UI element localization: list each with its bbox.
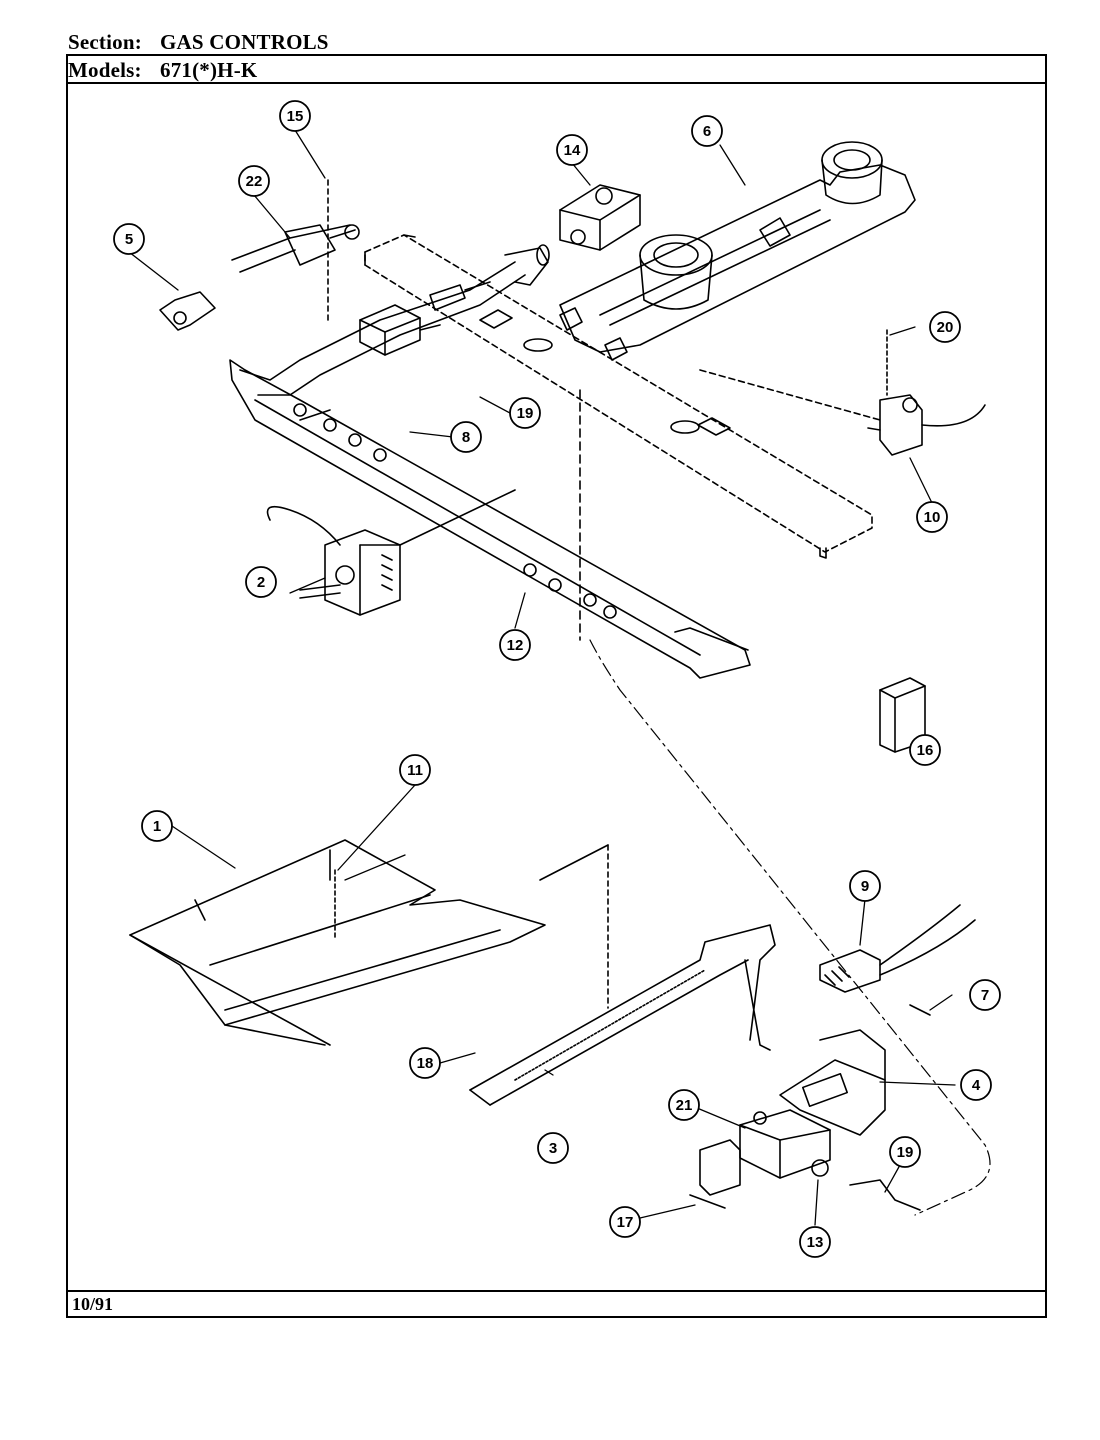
- upper-valve: [359, 281, 491, 356]
- callout-number: 12: [507, 637, 524, 654]
- callout-c9: 9: [849, 870, 881, 902]
- models-label: Models:: [68, 58, 142, 82]
- callout-c6: 6: [691, 115, 723, 147]
- oven-burner-tube: [469, 844, 776, 1106]
- callout-circle: [668, 1089, 700, 1121]
- callout-c22: 22: [238, 165, 270, 197]
- callout-c10: 10: [916, 501, 948, 533]
- callout-circle: [279, 100, 311, 132]
- callout-circle: [113, 223, 145, 255]
- callout-circle: [799, 1226, 831, 1258]
- callout-number: 1: [153, 818, 161, 835]
- callout-c14: 14: [556, 134, 588, 166]
- thermostat: [266, 489, 516, 616]
- callout-c21: 21: [668, 1089, 700, 1121]
- callout-number: 20: [937, 319, 954, 336]
- callout-number: 15: [287, 108, 304, 125]
- callout-number: 19: [897, 1144, 914, 1161]
- callout-c20: 20: [929, 311, 961, 343]
- oven-igniter: [819, 904, 976, 1016]
- callout-number: 7: [981, 987, 989, 1004]
- manifold-pipe: [239, 244, 550, 396]
- callout-number: 9: [861, 878, 869, 895]
- section-row: Section: GAS CONTROLS: [68, 30, 329, 55]
- callout-number: 21: [676, 1097, 693, 1114]
- callout-circle: [691, 115, 723, 147]
- callout-c2: 2: [245, 566, 277, 598]
- callout-c18: 18: [409, 1047, 441, 1079]
- section-value: GAS CONTROLS: [160, 30, 329, 54]
- callout-number: 6: [703, 123, 711, 140]
- callout-circle: [909, 734, 941, 766]
- callout-number: 2: [257, 574, 265, 591]
- revision-date: 10/91: [72, 1294, 114, 1314]
- callout-c19a: 19: [509, 397, 541, 429]
- callout-c7: 7: [969, 979, 1001, 1011]
- pressure-regulator: [559, 184, 641, 251]
- callout-c4: 4: [960, 1069, 992, 1101]
- callout-number: 19: [517, 405, 534, 422]
- callout-circle: [399, 754, 431, 786]
- callout-circle: [509, 397, 541, 429]
- callout-number: 10: [924, 509, 941, 526]
- burner-base-plate: [364, 234, 873, 559]
- callout-circle: [537, 1132, 569, 1164]
- burner-assembly: [559, 141, 916, 361]
- callout-number: 8: [462, 429, 470, 446]
- callout-c3: 3: [537, 1132, 569, 1164]
- callout-circle: [141, 810, 173, 842]
- callout-circle: [499, 629, 531, 661]
- callout-circle: [969, 979, 1001, 1011]
- callout-c13: 13: [799, 1226, 831, 1258]
- callout-circle: [960, 1069, 992, 1101]
- callout-c5: 5: [113, 223, 145, 255]
- callout-c17: 17: [609, 1206, 641, 1238]
- igniter: [579, 329, 986, 641]
- callout-circle: [450, 421, 482, 453]
- callout-number: 5: [125, 231, 133, 248]
- callout-number: 13: [807, 1234, 824, 1251]
- footer-divider: [66, 1290, 1047, 1292]
- callout-number: 4: [972, 1077, 981, 1094]
- callout-circle: [609, 1206, 641, 1238]
- models-row: Models: 671(*)H-K: [68, 58, 257, 83]
- callout-c16: 16: [909, 734, 941, 766]
- callout-c12: 12: [499, 629, 531, 661]
- heat-shield: [129, 839, 546, 1046]
- models-value: 671(*)H-K: [160, 58, 258, 82]
- callout-number: 16: [917, 742, 934, 759]
- section-label: Section:: [68, 30, 142, 54]
- callout-number: 14: [564, 142, 581, 159]
- callout-number: 18: [417, 1055, 434, 1072]
- callout-circle: [916, 501, 948, 533]
- front-manifold: [229, 359, 751, 679]
- header-divider: [66, 82, 1047, 84]
- callout-c11: 11: [399, 754, 431, 786]
- callout-c8: 8: [450, 421, 482, 453]
- callout-number: 11: [407, 762, 423, 779]
- callout-circle: [238, 165, 270, 197]
- leader-lines: [128, 129, 956, 1226]
- callout-circle: [409, 1047, 441, 1079]
- callout-circle: [889, 1136, 921, 1168]
- wire-route: [589, 639, 991, 1216]
- callout-c15: 15: [279, 100, 311, 132]
- callout-number: 17: [617, 1214, 634, 1231]
- callout-number: 22: [246, 173, 263, 190]
- safety-valve: [689, 1109, 921, 1211]
- callout-c1: 1: [141, 810, 173, 842]
- callout-circle: [929, 311, 961, 343]
- mounting-bracket: [779, 1029, 886, 1136]
- callout-c19b: 19: [889, 1136, 921, 1168]
- callout-number: 3: [549, 1140, 557, 1157]
- callout-circle: [556, 134, 588, 166]
- diagram-frame: [66, 54, 1047, 1318]
- callout-circle: [245, 566, 277, 598]
- callout-circle: [849, 870, 881, 902]
